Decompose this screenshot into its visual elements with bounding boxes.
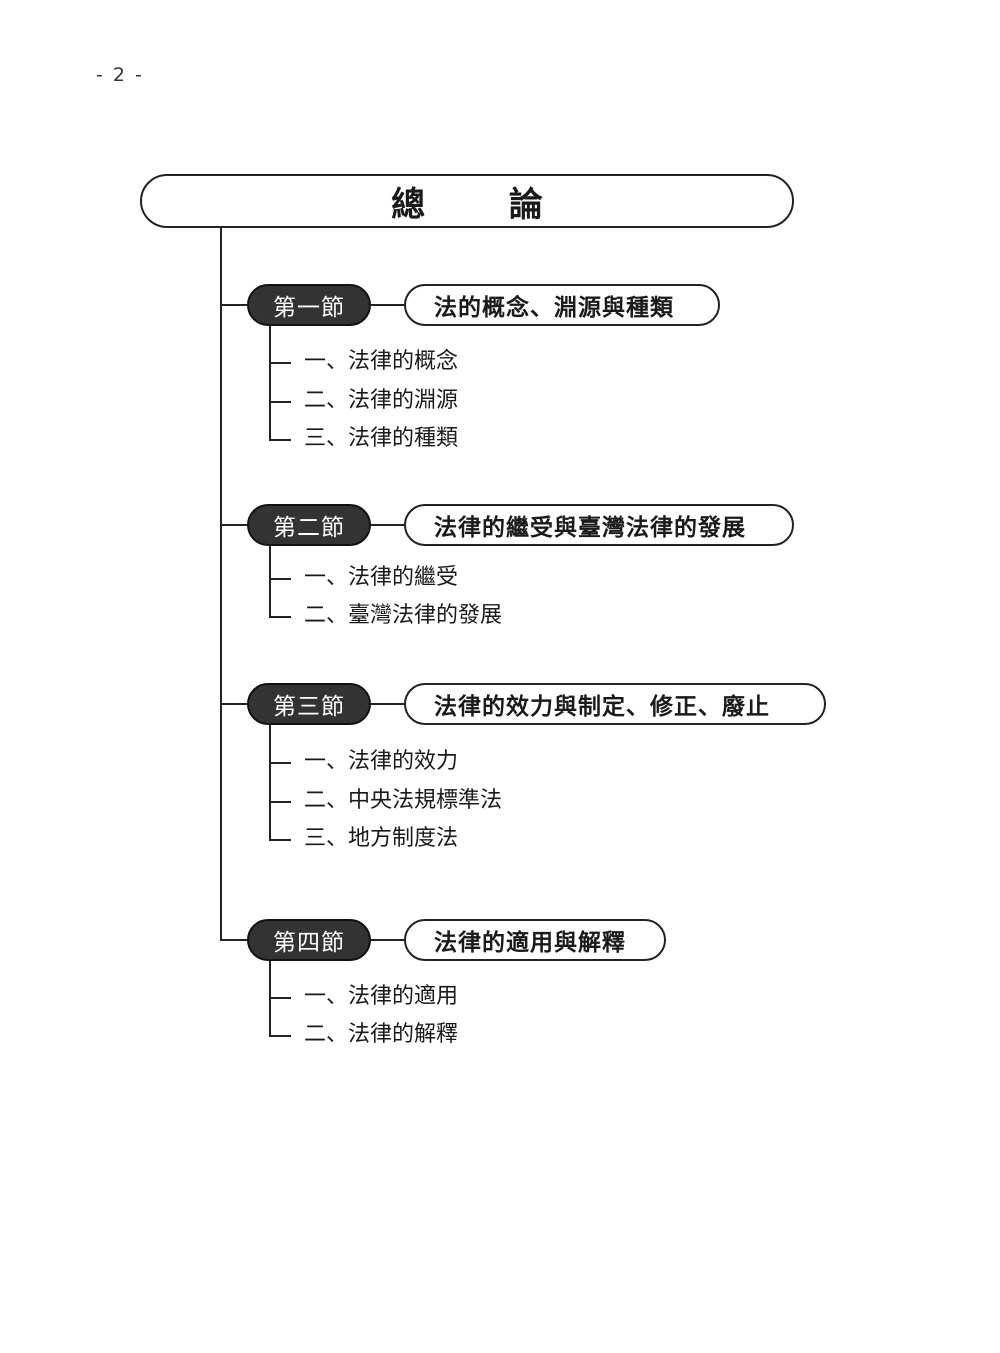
section-1-label: 第一節 (247, 284, 371, 326)
section-1-item-1: 一、法律的概念 (304, 349, 459, 374)
section-3-link (371, 703, 405, 705)
section-1-connector (220, 304, 248, 306)
section-4-title: 法律的適用與解釋 (404, 919, 666, 961)
section-4-label: 第四節 (247, 919, 371, 961)
chapter-title: 總 論 (391, 184, 579, 225)
section-2-item-2: 二、臺灣法律的發展 (304, 603, 503, 628)
section-2-item-1: 一、法律的繼受 (304, 565, 459, 590)
main-trunk-line (220, 228, 222, 941)
section-4-item-2: 二、法律的解釋 (304, 1022, 459, 1047)
section-1-item-3-tick (269, 439, 291, 441)
section-2-item-2-tick (269, 616, 291, 618)
section-1-item-3: 三、法律的種類 (304, 426, 459, 451)
section-3-connector (220, 703, 248, 705)
section-4-branch-line (269, 961, 271, 1037)
section-3-branch-line (269, 725, 271, 841)
section-2-title: 法律的繼受與臺灣法律的發展 (404, 504, 794, 546)
chapter-title-box: 總 論 (140, 174, 794, 228)
section-4-link (371, 939, 405, 941)
section-1-link (371, 304, 405, 306)
section-2-item-1-tick (269, 578, 291, 580)
section-1-branch-line (269, 326, 271, 440)
section-4-item-1-tick (269, 997, 291, 999)
section-1-item-2-tick (269, 401, 291, 403)
section-4-item-2-tick (269, 1035, 291, 1037)
section-3-title: 法律的效力與制定、修正、廢止 (404, 683, 826, 725)
section-2-link (371, 524, 405, 526)
section-2-branch-line (269, 546, 271, 618)
section-4-item-1: 一、法律的適用 (304, 984, 459, 1009)
section-3-item-1: 一、法律的效力 (304, 749, 459, 774)
section-1-title: 法的概念、淵源與種類 (404, 284, 720, 326)
section-1-item-2: 二、法律的淵源 (304, 388, 459, 413)
section-3-item-2-tick (269, 801, 291, 803)
page-number: - 2 - (96, 64, 144, 86)
section-3-label: 第三節 (247, 683, 371, 725)
section-1-item-1-tick (269, 362, 291, 364)
section-3-item-3-tick (269, 839, 291, 841)
section-3-item-2: 二、中央法規標準法 (304, 788, 503, 813)
section-2-connector (220, 524, 248, 526)
section-4-connector (220, 939, 248, 941)
section-2-label: 第二節 (247, 504, 371, 546)
section-3-item-3: 三、地方制度法 (304, 826, 459, 851)
section-3-item-1-tick (269, 762, 291, 764)
